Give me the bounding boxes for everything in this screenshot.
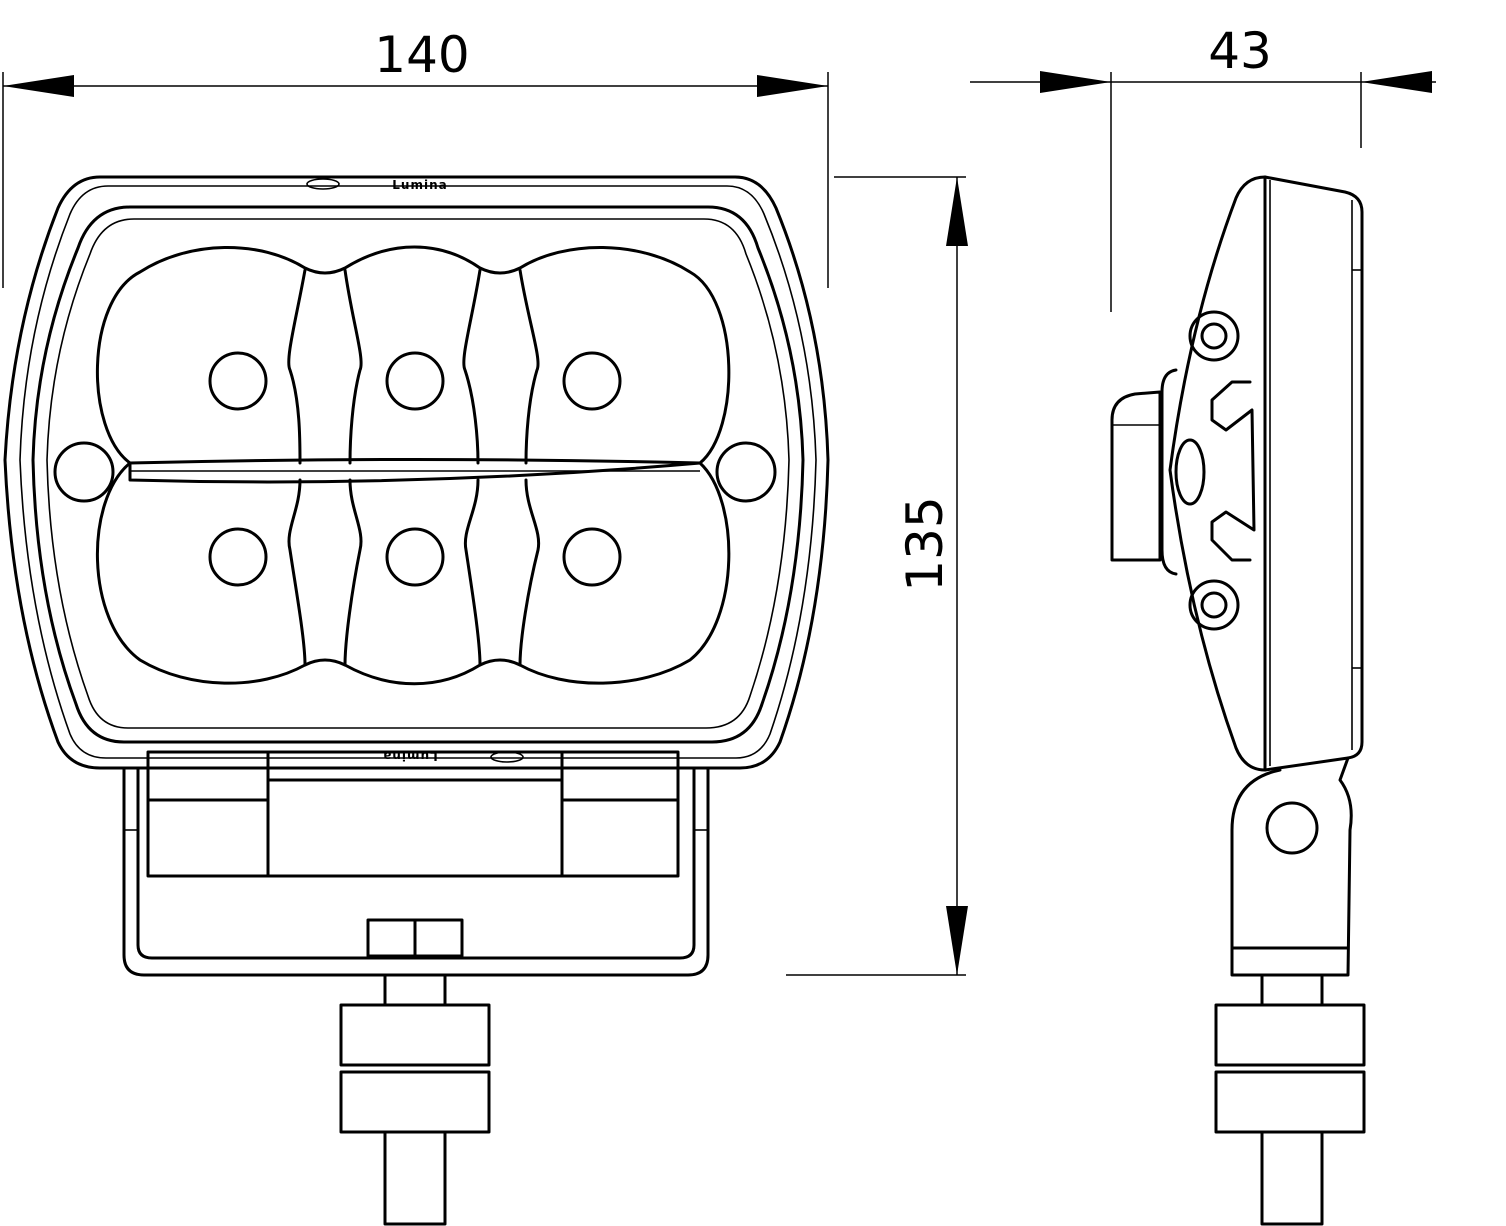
front-logo-top: Lumina <box>306 178 447 192</box>
led-bottom-right <box>562 527 622 587</box>
front-screw-left <box>53 441 115 503</box>
side-gland-nut <box>1174 438 1206 506</box>
led-array <box>208 351 622 587</box>
side-screw-top-inner <box>1200 322 1228 350</box>
logo-text-top: Lumina <box>392 178 447 192</box>
width-dimension: 140 <box>2 26 829 288</box>
width-arrow-right <box>757 75 828 97</box>
led-bottom-left <box>208 527 268 587</box>
height-arrow-bottom <box>946 906 968 975</box>
side-stud-lower <box>1260 1130 1324 1226</box>
bracket-hinge-block <box>146 750 680 878</box>
width-dimension-label: 140 <box>374 26 469 84</box>
side-screw-bottom-inner <box>1200 591 1228 619</box>
reflector-lens-outline <box>96 245 731 686</box>
side-stud-upper <box>1260 973 1324 1007</box>
side-washer-2 <box>1214 1070 1366 1134</box>
side-gland-base <box>1160 368 1178 576</box>
rib-2-top-left <box>462 268 482 465</box>
front-stud-lower <box>383 1130 447 1226</box>
front-mounting-bracket <box>122 750 710 977</box>
led-top-right <box>562 351 622 411</box>
rib-1-bottom-right <box>343 478 363 667</box>
depth-dimension: 43 <box>970 22 1436 312</box>
side-washer-1 <box>1214 1003 1366 1067</box>
led-top-center <box>385 351 445 411</box>
depth-arrow-right <box>1361 71 1432 93</box>
front-stud-assembly <box>339 973 491 1226</box>
rib-2-bottom-right <box>518 478 541 667</box>
side-screw-top-outer <box>1188 310 1240 362</box>
side-housing <box>1168 175 1364 772</box>
rib-2-top-right <box>518 268 540 465</box>
logo-mark-icon <box>306 178 340 190</box>
width-arrow-left <box>3 75 74 97</box>
front-bezel-inner-edge <box>46 218 790 729</box>
front-washer-1 <box>339 1003 491 1067</box>
side-cable-plug <box>1110 390 1162 562</box>
front-stud-upper <box>383 973 447 1007</box>
rib-1-top-right <box>343 268 363 465</box>
rib-2-bottom-left <box>463 478 482 667</box>
front-washer-2 <box>339 1070 491 1134</box>
front-housing-inner-edge <box>19 185 817 759</box>
led-top-left <box>208 351 268 411</box>
rib-1-bottom-left <box>287 478 307 667</box>
bracket-inner <box>136 766 696 960</box>
side-pivot-bolt <box>1265 801 1319 855</box>
reflector-ribs <box>287 268 541 667</box>
front-view: Lumina Lumina <box>3 175 830 1226</box>
side-stud-assembly <box>1214 973 1366 1226</box>
side-pivot-arm <box>1230 756 1353 977</box>
height-dimension-label: 135 <box>896 496 954 591</box>
reflector-divider <box>128 458 702 484</box>
depth-dimension-label: 43 <box>1208 22 1272 80</box>
side-view <box>1110 175 1366 1226</box>
rib-1-top-left <box>287 268 307 465</box>
front-screw-right <box>715 441 777 503</box>
height-arrow-top <box>946 177 968 246</box>
height-dimension: 135 <box>786 176 968 976</box>
led-bottom-center <box>385 527 445 587</box>
depth-arrow-left <box>1040 71 1111 93</box>
front-bezel <box>31 205 805 744</box>
front-housing-outer <box>3 175 830 770</box>
side-bracket-profile <box>1210 380 1256 562</box>
side-screw-bottom-outer <box>1188 579 1240 631</box>
